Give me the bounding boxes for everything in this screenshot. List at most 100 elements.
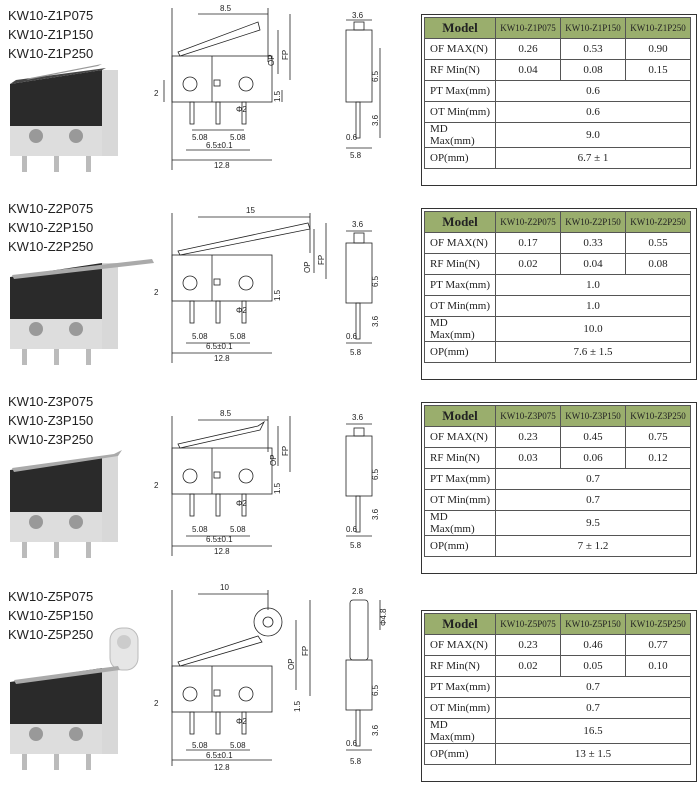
dim-body-length: 12.8 (214, 354, 230, 363)
dim-1-5: 1.5 (273, 289, 282, 301)
switch-photo (10, 64, 118, 172)
dim-hole-diameter: Φ2 (236, 717, 247, 726)
column-header: KW10-Z1P150 (560, 17, 626, 39)
table-row-md: MD Max(mm) 9.0 (424, 122, 691, 148)
dim-pin-length: 3.6 (371, 508, 380, 520)
table-row-op: OP(mm) 7.6 ± 1.5 (424, 341, 691, 363)
model-header: Model (424, 405, 496, 427)
dim-lever-length: 8.5 (220, 4, 232, 13)
table-cell: 1.0 (495, 295, 691, 317)
row-label: OF MAX(N) (424, 232, 496, 254)
row-label: MD Max(mm) (424, 122, 496, 148)
model-header: Model (424, 613, 496, 635)
table-row-rf: RF Min(N) 0.04 0.08 0.15 (424, 59, 691, 81)
spec-table: Model KW10-Z5P075 KW10-Z5P150 KW10-Z5P25… (424, 613, 691, 765)
table-cell: 0.02 (495, 655, 561, 677)
spec-table: Model KW10-Z2P075 KW10-Z2P150 KW10-Z2P25… (424, 211, 691, 363)
model-name: KW10-Z3P250 (8, 432, 94, 447)
dim-hole-diameter: Φ2 (236, 105, 247, 114)
table-row-pt: PT Max(mm) 0.6 (424, 80, 691, 102)
model-list: KW10-Z5P075 KW10-Z5P150 KW10-Z5P250 (8, 587, 93, 644)
table-row-rf: RF Min(N) 0.03 0.06 0.12 (424, 447, 691, 469)
model-list: KW10-Z1P075 KW10-Z1P150 KW10-Z1P250 (8, 6, 93, 63)
spec-table: Model KW10-Z1P075 KW10-Z1P150 KW10-Z1P25… (424, 17, 691, 169)
row-label: RF Min(N) (424, 447, 496, 469)
model-list: KW10-Z3P075 KW10-Z3P150 KW10-Z3P250 (8, 392, 93, 449)
dim-width-top: 3.6 (352, 11, 364, 20)
dim-fp-label: FP (281, 50, 290, 60)
row-label: PT Max(mm) (424, 274, 496, 296)
dim-op-label: OP (287, 658, 296, 670)
table-cell: 0.6 (495, 80, 691, 102)
section-z3: KW10-Z3P075 KW10-Z3P150 KW10-Z3P250 (0, 386, 700, 581)
dim-body-length: 12.8 (214, 763, 230, 772)
dim-pitch-a: 5.08 (192, 741, 208, 750)
table-cell: 0.17 (495, 232, 561, 254)
table-header-row: Model KW10-Z2P075 KW10-Z2P150 KW10-Z2P25… (424, 211, 691, 233)
column-header: KW10-Z3P150 (560, 405, 626, 427)
dim-pitch-b: 5.08 (230, 525, 246, 534)
dim-gap: 2 (154, 89, 159, 98)
column-header: KW10-Z1P075 (495, 17, 561, 39)
dim-hole-spacing: 6.5±0.1 (206, 535, 233, 544)
dim-pin-length: 3.6 (371, 724, 380, 736)
dim-hole-diameter: Φ2 (236, 499, 247, 508)
table-cell: 0.75 (625, 426, 691, 448)
model-name: KW10-Z1P250 (8, 46, 94, 61)
dimension-drawing: 10 2 5.08 5.08 6.5±0.1 12.8 Φ2 OP FP 1.5… (154, 583, 388, 772)
dim-lever-length: 10 (220, 583, 229, 592)
switch-photo (10, 450, 122, 558)
dimension-drawing: 8.5 2 5.08 5.08 6.5±0.1 12.8 Φ2 OP FP 1.… (154, 409, 380, 556)
table-row-pt: PT Max(mm) 0.7 (424, 468, 691, 490)
table-cell: 0.45 (560, 426, 626, 448)
row-label: RF Min(N) (424, 655, 496, 677)
row-label: OT Min(mm) (424, 489, 496, 511)
column-header: KW10-Z1P250 (625, 17, 691, 39)
table-header-row: Model KW10-Z5P075 KW10-Z5P150 KW10-Z5P25… (424, 613, 691, 635)
table-cell: 0.6 (495, 101, 691, 123)
dim-lever-length: 15 (246, 206, 255, 215)
table-row-of: OF MAX(N) 0.17 0.33 0.55 (424, 232, 691, 254)
row-label: OF MAX(N) (424, 426, 496, 448)
row-label: OF MAX(N) (424, 634, 496, 656)
table-cell: 0.53 (560, 38, 626, 60)
table-cell: 1.0 (495, 274, 691, 296)
model-name: KW10-Z3P150 (8, 413, 94, 428)
table-cell: 0.26 (495, 38, 561, 60)
dim-fp-label: FP (281, 446, 290, 456)
dim-body-width: 5.8 (350, 757, 362, 766)
model-name: KW10-Z2P250 (8, 239, 94, 254)
table-row-op: OP(mm) 6.7 ± 1 (424, 147, 691, 169)
table-cell: 0.33 (560, 232, 626, 254)
table-cell: 0.02 (495, 253, 561, 275)
dim-pitch-b: 5.08 (230, 741, 246, 750)
table-cell: 9.5 (495, 510, 691, 536)
row-label: OP(mm) (424, 743, 496, 765)
row-label: OP(mm) (424, 535, 496, 557)
dim-body-width: 5.8 (350, 348, 362, 357)
dim-body-width: 5.8 (350, 541, 362, 550)
table-cell: 0.05 (560, 655, 626, 677)
column-header: KW10-Z2P150 (560, 211, 626, 233)
column-header: KW10-Z5P075 (495, 613, 561, 635)
table-cell: 0.04 (495, 59, 561, 81)
model-header: Model (424, 17, 496, 39)
dim-pin-thickness: 0.6 (346, 332, 358, 341)
dim-body-height: 6.5 (371, 468, 380, 480)
dim-op-label: OP (303, 261, 312, 273)
row-label: MD Max(mm) (424, 510, 496, 536)
table-cell: 0.7 (495, 676, 691, 698)
table-row-pt: PT Max(mm) 0.7 (424, 676, 691, 698)
dim-fp-label: FP (301, 646, 310, 656)
model-list: KW10-Z2P075 KW10-Z2P150 KW10-Z2P250 (8, 199, 93, 256)
dim-hole-spacing: 6.5±0.1 (206, 751, 233, 760)
row-label: MD Max(mm) (424, 718, 496, 744)
spec-table-frame (421, 402, 697, 574)
table-row-of: OF MAX(N) 0.26 0.53 0.90 (424, 38, 691, 60)
table-cell: 13 ± 1.5 (495, 743, 691, 765)
dim-op-label: OP (269, 454, 278, 466)
model-name: KW10-Z2P150 (8, 220, 94, 235)
dim-body-length: 12.8 (214, 547, 230, 556)
spec-table: Model KW10-Z3P075 KW10-Z3P150 KW10-Z3P25… (424, 405, 691, 557)
table-cell: 0.7 (495, 489, 691, 511)
